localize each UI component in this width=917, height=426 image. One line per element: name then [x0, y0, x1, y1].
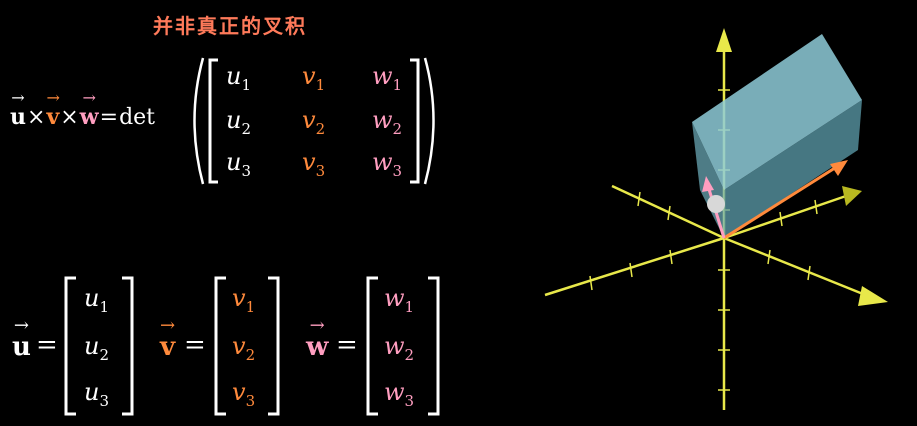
vector-u-component-1: u1: [84, 284, 110, 316]
matrix-cell-w1: w1: [372, 62, 403, 94]
matrix-cell-v2: v2: [302, 106, 326, 138]
equals-w: =: [336, 330, 358, 360]
times-sign-1: ×: [27, 105, 46, 130]
right-paren: [423, 57, 435, 185]
matrix-cell-u1: u1: [226, 62, 252, 94]
left-bracket-v: [214, 276, 226, 416]
vector-v-component-1: v1: [232, 284, 256, 316]
vector-w-component-1: w1: [384, 284, 415, 316]
vector-v-component-2: v2: [232, 332, 256, 364]
right-bracket-v: [268, 276, 280, 416]
matrix-cell-u3: u3: [226, 148, 252, 180]
vector-u-symbol: u: [10, 104, 26, 130]
matrix-cell-u2: u2: [226, 106, 252, 138]
vector-w-symbol: w: [80, 104, 99, 130]
left-bracket-w: [366, 276, 378, 416]
vector-w-label: w: [306, 315, 329, 362]
slide-title: 并非真正的叉积: [153, 14, 307, 38]
vector-v-symbol: v: [46, 104, 59, 130]
triple-product-formula: u×v×w=det: [10, 104, 155, 130]
left-bracket-det: [208, 58, 218, 184]
right-bracket-u: [122, 276, 134, 416]
matrix-cell-w3: w3: [372, 148, 403, 180]
vector-arrow-icon: [702, 160, 848, 240]
right-bracket-det: [410, 58, 420, 184]
vector-u-label: u: [12, 315, 31, 362]
vector-u-component-2: u2: [84, 332, 110, 364]
det-operator: det: [119, 105, 156, 130]
matrix-cell-v3: v3: [302, 148, 326, 180]
left-paren: [193, 57, 205, 185]
times-sign-2: ×: [60, 105, 79, 130]
vector-v-label: v: [160, 315, 175, 362]
equals-u: =: [36, 330, 58, 360]
right-bracket-w: [428, 276, 440, 416]
vector-w-component-2: w2: [384, 332, 415, 364]
vector-w-component-3: w3: [384, 378, 415, 410]
left-bracket-u: [64, 276, 76, 416]
equals-v: =: [184, 330, 206, 360]
matrix-cell-v1: v1: [302, 62, 326, 94]
vector-v-component-3: v3: [232, 378, 256, 410]
equals-sign: =: [99, 105, 119, 130]
vector-u-component-3: u3: [84, 378, 110, 410]
matrix-cell-w2: w2: [372, 106, 403, 138]
